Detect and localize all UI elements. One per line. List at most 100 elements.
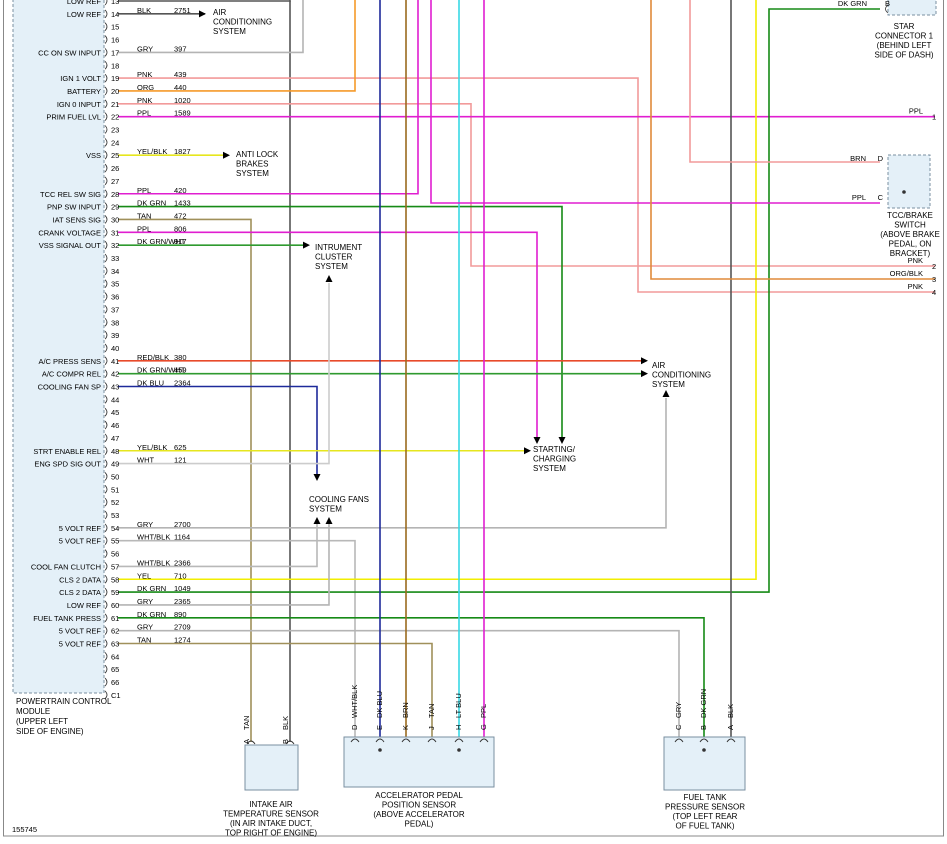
pcm-pin-number: 42 xyxy=(111,370,119,379)
system-abs-line-2: SYSTEM xyxy=(236,169,269,178)
pcm-wire-color: DK BLU xyxy=(137,379,164,388)
tcc-wire-ppl: PPL xyxy=(852,193,866,202)
pcm-pin-number: 18 xyxy=(111,61,119,70)
pcm-pin-bracket xyxy=(104,472,108,481)
wire-pin61-dkgrn xyxy=(118,616,705,742)
app-pin-H: H xyxy=(454,725,463,730)
tcc-title-line-2: (ABOVE BRAKE xyxy=(880,230,940,239)
pcm-pin-bracket xyxy=(104,228,108,237)
pcm-pin-number: 66 xyxy=(111,678,119,687)
app-pin-mark-3 xyxy=(427,738,437,743)
app-pin-mark-4 xyxy=(454,738,464,743)
arrow-ac-mid-1 xyxy=(641,357,648,365)
app-title-line-3: PEDAL) xyxy=(405,820,434,829)
pcm-circuit-number: 1433 xyxy=(174,199,191,208)
pcm-pin-number: 45 xyxy=(111,408,119,417)
pcm-pin-number: 33 xyxy=(111,254,119,263)
pcm-wire-color: DK GRN xyxy=(137,199,166,208)
pcm-title-line-1: MODULE xyxy=(16,707,50,716)
pcm-circuit-number: 1827 xyxy=(174,147,191,156)
pcm-circuit-number: 817 xyxy=(174,237,187,246)
pcm-wire-color: GRY xyxy=(137,623,153,632)
system-ac-top-line-0: AIR xyxy=(213,8,227,17)
fuel-pin-B: B xyxy=(699,725,708,730)
pcm-pin-label: CRANK VOLTAGE xyxy=(38,228,101,237)
system-starting-line-2: SYSTEM xyxy=(533,464,566,473)
pcm-wire-color: PPL xyxy=(137,186,151,195)
fuel-sensor-box xyxy=(663,736,746,791)
pcm-pin-bracket xyxy=(104,215,108,224)
pcm-pin-number: 56 xyxy=(111,550,119,559)
pcm-pin-bracket xyxy=(104,99,108,109)
pcm-pin-number: 37 xyxy=(111,305,119,314)
pcm-pin-bracket xyxy=(104,587,108,597)
iat-sensor-box xyxy=(244,744,299,791)
pcm-circuit-number: 1589 xyxy=(174,109,191,118)
pcm-wire-color: BLK xyxy=(137,0,151,2)
pcm-pin-number: 52 xyxy=(111,498,119,507)
tcc-title-line-3: PEDAL, ON xyxy=(889,240,932,249)
pcm-wire-color: TAN xyxy=(137,636,151,645)
pcm-pin-number: 23 xyxy=(111,126,119,135)
wires-layer xyxy=(118,0,935,780)
pcm-wire-color: PPL xyxy=(137,109,151,118)
fuel-title-line-2: (TOP LEFT REAR xyxy=(673,812,738,821)
pcm-wire-color: PPL xyxy=(137,224,151,233)
pcm-pin-bracket xyxy=(104,176,108,186)
pcm-wire-color: BLK xyxy=(137,6,151,15)
star-connector-box xyxy=(887,0,937,16)
pcm-pin-bracket xyxy=(104,382,108,391)
pcm-pin-bracket xyxy=(104,9,108,19)
pcm-pin-number: 36 xyxy=(111,293,119,302)
pcm-wire-color: GRY xyxy=(137,597,153,606)
pcm-pin-bracket xyxy=(104,202,108,211)
pcm-wire-color: DK GRN/WHT xyxy=(137,366,186,375)
app-title-line-0: ACCELERATOR PEDAL xyxy=(375,791,463,800)
pcm-pin-bracket xyxy=(104,549,108,558)
pcm-pin-number: 22 xyxy=(111,113,119,122)
pcm-pin-bracket xyxy=(104,562,108,571)
pcm-pin-label: COOL FAN CLUTCH xyxy=(31,562,101,571)
app-pin-E: E xyxy=(375,725,384,730)
fuel-wire-BLK: BLK xyxy=(726,704,735,718)
arrow-ac-mid-up xyxy=(662,390,670,397)
pcm-pin-bracket xyxy=(104,639,108,648)
arrow-abs xyxy=(223,151,230,159)
wire-pin55-whtblk xyxy=(118,539,356,742)
wire-pin63-tan xyxy=(118,642,433,742)
app-sensor-box xyxy=(343,736,495,788)
pcm-title-line-3: SIDE OF ENGINE) xyxy=(16,727,84,736)
tcc-title-line-4: BRACKET) xyxy=(890,249,931,258)
iat-pin-B: B xyxy=(281,739,290,744)
star-title-line-0: STAR xyxy=(894,22,915,31)
pcm-pin-number: 21 xyxy=(111,100,119,109)
pcm-wire-color: DK GRN xyxy=(137,584,166,593)
pcm-pin-bracket xyxy=(104,574,108,584)
right-edge-num-0: 1 xyxy=(932,113,936,122)
wire-pin58-yel xyxy=(118,0,757,581)
pcm-wire-color: YEL xyxy=(137,571,151,580)
pcm-pin-label: VSS SIGNAL OUT xyxy=(39,241,102,250)
pcm-pin-number: 48 xyxy=(111,447,119,456)
pcm-pin-number: 13 xyxy=(111,0,119,6)
wire-pin31-ppl xyxy=(118,231,538,438)
pcm-pin-number: 26 xyxy=(111,164,119,173)
pcm-wire-color: RED/BLK xyxy=(137,353,169,362)
iat-title-line-3: TOP RIGHT OF ENGINE) xyxy=(225,829,317,838)
star-pin-bracket xyxy=(885,4,889,14)
pcm-pin-number: 47 xyxy=(111,434,119,443)
pcm-pin-bracket xyxy=(104,395,108,404)
pcm-box xyxy=(12,0,105,694)
system-starting-line-0: STARTING/ xyxy=(533,445,576,454)
app-pin-D: D xyxy=(350,724,359,730)
arrow-instrument-up xyxy=(325,275,333,282)
pcm-circuit-number: 380 xyxy=(174,353,187,362)
pcm-pin-bracket xyxy=(104,369,108,378)
pcm-circuit-number: 459 xyxy=(174,366,187,375)
right-edge-num-1: 2 xyxy=(932,262,936,271)
pcm-pin-bracket xyxy=(104,459,108,468)
pcm-pin-bracket xyxy=(104,189,108,199)
pcm-pin-bracket xyxy=(104,497,108,507)
pcm-pin-number: 34 xyxy=(111,267,119,276)
